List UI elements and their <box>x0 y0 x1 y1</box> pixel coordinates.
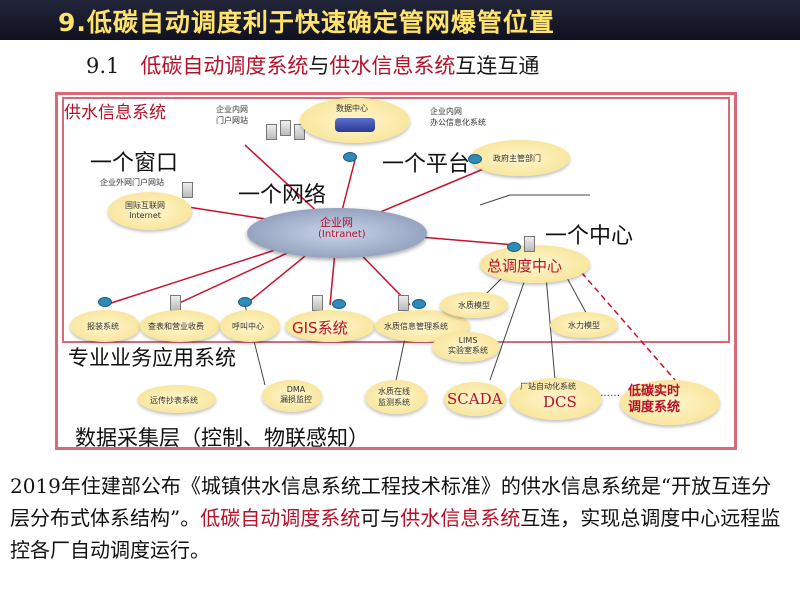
field-cloud <box>510 378 602 420</box>
gov-dept-cloud <box>470 140 570 176</box>
app-cloud <box>70 310 140 342</box>
field-label: DMA 漏损监控 <box>280 385 312 404</box>
caption: 2019年住建部公布《城镇供水信息系统工程技术标准》的供水信息系统是“开放互连分… <box>10 470 790 566</box>
title-bar <box>0 0 800 40</box>
app-cloud <box>285 310 375 342</box>
app-cloud <box>220 310 280 342</box>
caption-p1: 2019年住建部公布《城镇供水信息系统工程技术标准》的供水信息系统是“开放互连分… <box>10 474 772 530</box>
data-layer-label: 数据采集层（控制、物联感知） <box>75 426 369 450</box>
extranet-server-icon <box>182 182 193 198</box>
field-label: SCADA <box>447 390 503 408</box>
page-title: 9.低碳自动调度利于快速确定管网爆管位置 <box>58 8 555 37</box>
network-label: 一个网络 <box>238 183 327 208</box>
model-cloud <box>550 312 618 338</box>
subtitle-water-info: 供水信息系统 <box>329 54 456 78</box>
data-center-storage-icon <box>335 118 375 132</box>
field-cloud <box>620 380 720 425</box>
dispatch-server-icon <box>524 236 535 252</box>
page-subtitle: 9.1 低碳自动调度系统与供水信息系统互连互通 <box>86 50 539 80</box>
gov-router-icon <box>468 154 482 164</box>
app-router-icon <box>238 297 252 307</box>
frame-title: 供水信息系统 <box>64 103 166 123</box>
internet-cloud <box>108 192 192 230</box>
caption-water-info: 供水信息系统 <box>400 506 521 530</box>
app-label: 呼叫中心 <box>232 322 264 331</box>
ellipsis-label: …… <box>600 388 620 399</box>
app-router-icon <box>98 297 112 307</box>
water-quality-model-label: 水质模型 <box>458 301 490 310</box>
extranet-portal-label: 企业外网门户网站 <box>100 178 164 187</box>
core-router-icon <box>343 152 357 162</box>
app-cloud <box>140 310 220 342</box>
caption-low-carbon: 低碳自动调度系统 <box>200 506 361 530</box>
internet-label: 国际互联网 Internet <box>125 201 165 220</box>
gov-dept-label: 政府主管部门 <box>493 154 541 163</box>
field-cloud <box>262 380 322 412</box>
platform-label: 一个平台 <box>382 152 471 177</box>
subtitle-prefix: 9.1 <box>86 54 141 78</box>
center-label: 一个中心 <box>545 224 634 249</box>
field-cloud <box>365 380 427 414</box>
dispatch-center-cloud <box>480 245 590 283</box>
lims-cloud <box>432 332 500 362</box>
office-system-label: 企业内网 办公信息化系统 <box>430 107 486 127</box>
app-label: GIS系统 <box>292 319 348 337</box>
app-label: 水质信息管理系统 <box>384 322 448 331</box>
subtitle-suffix: 互连互通 <box>455 54 540 78</box>
inner-network-frame <box>62 97 730 343</box>
app-layer-label: 专业业务应用系统 <box>68 346 236 370</box>
portal-server-icon <box>294 124 305 140</box>
app-router-icon <box>412 299 426 309</box>
app-server-icon <box>398 295 409 311</box>
enterprise-network-label: 企业网 <box>320 216 353 229</box>
field-label: DCS <box>543 393 577 411</box>
model-cloud <box>440 292 508 318</box>
caption-p2: 可与 <box>360 506 401 530</box>
data-center-label: 数据中心 <box>336 104 368 113</box>
dispatch-router-icon <box>507 242 521 252</box>
app-router-icon <box>332 299 346 309</box>
portal-server-icon <box>280 120 291 136</box>
field-cloud <box>444 382 506 416</box>
field-label: 远传抄表系统 <box>150 396 198 405</box>
enterprise-network-cloud <box>247 208 427 258</box>
window-label: 一个窗口 <box>90 151 179 176</box>
dispatch-center-label: 总调度中心 <box>487 257 563 275</box>
field-cloud <box>138 385 216 413</box>
subtitle-low-carbon: 低碳自动调度系统 <box>140 54 309 78</box>
intranet-label: (Intranet) <box>318 229 366 240</box>
app-label: 查表和营业收费 <box>148 322 204 331</box>
subtitle-mid: 与 <box>308 54 330 78</box>
lims-label: LIMS 实验室系统 <box>448 336 488 355</box>
app-server-icon <box>170 295 181 311</box>
app-label: 报装系统 <box>87 322 119 331</box>
portal-server-icon <box>266 124 277 140</box>
field-label: 厂站自动化系统 <box>520 382 576 391</box>
field-label: 低碳实时 调度系统 <box>628 384 681 415</box>
intranet-portal-label: 企业内网 门户网站 <box>216 105 248 125</box>
caption-p3: 互连，实现总调度中心远程监控各厂自动调度运行。 <box>10 506 781 562</box>
hydraulic-model-label: 水力模型 <box>568 321 600 330</box>
field-label: 水质在线 监测系统 <box>378 387 410 407</box>
app-server-icon <box>312 295 323 311</box>
